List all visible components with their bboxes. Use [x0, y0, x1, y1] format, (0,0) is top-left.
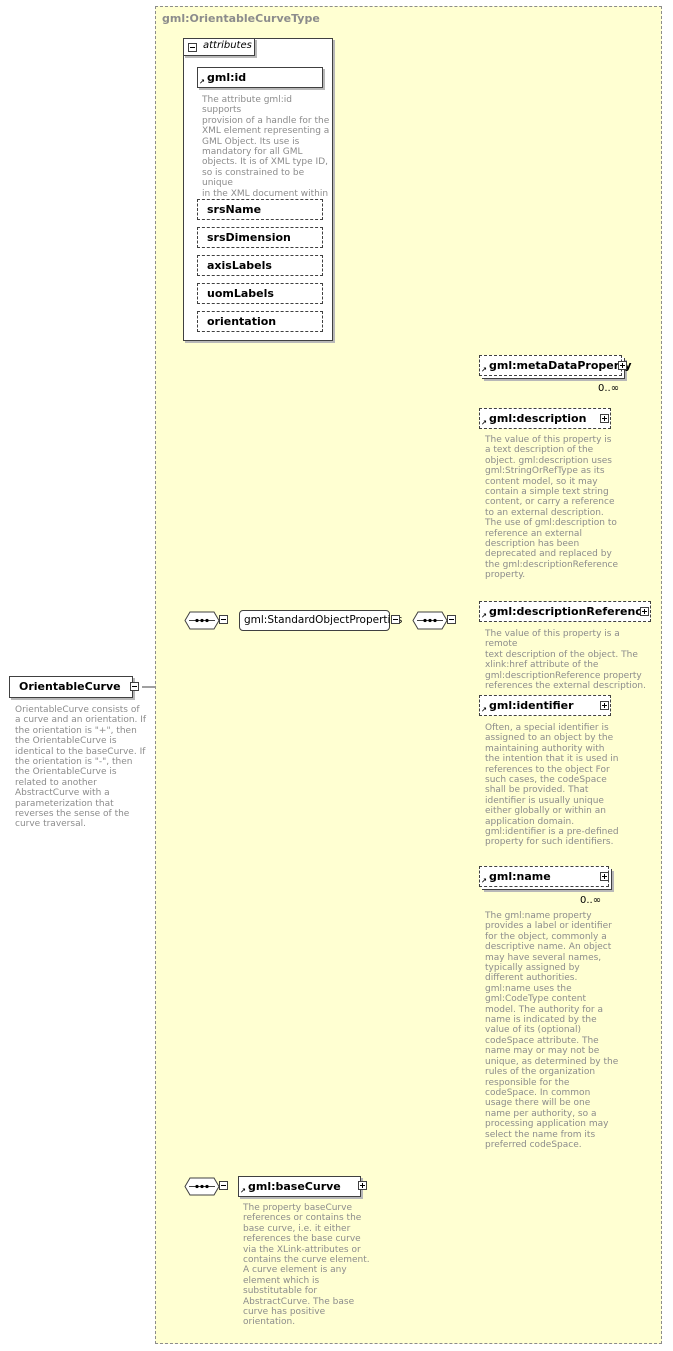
reference-arrow-icon: ↗: [481, 706, 487, 714]
attribute-gml-id[interactable]: ↗ gml:id: [197, 67, 323, 88]
attribute-name: axisLabels: [207, 259, 272, 272]
group-name: gml:StandardObjectProperties: [244, 614, 403, 626]
cardinality: 0..∞: [580, 895, 602, 906]
attribute-axislabels[interactable]: axisLabels: [197, 255, 323, 276]
element-name: gml:baseCurve: [248, 1180, 341, 1193]
attribute-orientation[interactable]: orientation: [197, 311, 323, 332]
expand-icon[interactable]: [600, 701, 609, 710]
attribute-name: gml:id: [207, 71, 247, 84]
element-identifier[interactable]: ↗ gml:identifier: [479, 695, 611, 716]
element-basecurve-annotation: The property baseCurve references or con…: [243, 1203, 370, 1328]
root-element[interactable]: OrientableCurve: [9, 676, 133, 698]
element-name: gml:name: [489, 870, 551, 883]
sequence-icon[interactable]: [184, 611, 220, 630]
root-element-name: OrientableCurve: [19, 680, 121, 693]
attribute-srsdimension[interactable]: srsDimension: [197, 227, 323, 248]
root-collapse-icon[interactable]: [130, 682, 139, 691]
attribute-name: srsName: [207, 203, 262, 216]
element-description-annotation: The value of this property is a text des…: [485, 435, 619, 581]
type-title: gml:OrientableCurveType: [162, 12, 320, 25]
expand-icon[interactable]: [618, 361, 627, 370]
attribute-name: srsDimension: [207, 231, 291, 244]
attribute-gml-id-annotation: The attribute gml:id supports provision …: [202, 95, 330, 209]
cardinality: 0..∞: [598, 383, 620, 394]
element-metadataproperty[interactable]: ↗ gml:metaDataProperty: [479, 355, 632, 376]
reference-arrow-icon: ↗: [481, 877, 487, 885]
group-collapse-icon[interactable]: [391, 615, 400, 624]
expand-icon[interactable]: [640, 607, 649, 616]
element-descriptionreference[interactable]: ↗ gml:descriptionReference: [479, 601, 651, 622]
element-descriptionreference-annotation: The value of this property is a remote t…: [485, 629, 646, 692]
element-basecurve[interactable]: ↗ gml:baseCurve: [238, 1176, 361, 1197]
sequence-collapse-icon[interactable]: [219, 1181, 228, 1190]
root-annotation: OrientableCurve consists of a curve and …: [15, 705, 147, 830]
reference-arrow-icon: ↗: [481, 419, 487, 427]
element-name: gml:metaDataProperty: [489, 359, 632, 372]
element-identifier-annotation: Often, a special identifier is assigned …: [485, 723, 619, 848]
reference-arrow-icon: ↗: [481, 366, 487, 374]
reference-arrow-icon: ↗: [481, 612, 487, 620]
sequence-icon[interactable]: [412, 611, 448, 630]
attribute-srsname[interactable]: srsName: [197, 199, 323, 220]
sequence-icon[interactable]: [184, 1177, 220, 1196]
element-description[interactable]: ↗ gml:description: [479, 408, 611, 429]
element-name: gml:identifier: [489, 699, 574, 712]
attributes-label: attributes: [203, 40, 252, 51]
attributes-tab[interactable]: [183, 38, 255, 56]
attribute-name: uomLabels: [207, 287, 274, 300]
attribute-name: orientation: [207, 315, 277, 328]
element-name: gml:descriptionReference: [489, 605, 650, 618]
sequence-collapse-icon[interactable]: [447, 615, 456, 624]
sequence-collapse-icon[interactable]: [219, 615, 228, 624]
expand-icon[interactable]: [600, 414, 609, 423]
collapse-icon[interactable]: [188, 43, 197, 52]
group-standard-object-properties[interactable]: gml:StandardObjectProperties: [239, 610, 402, 631]
attribute-uomlabels[interactable]: uomLabels: [197, 283, 323, 304]
expand-icon[interactable]: [600, 872, 609, 881]
element-name-gml[interactable]: ↗ gml:name: [479, 866, 609, 887]
element-name-annotation: The gml:name property provides a label o…: [485, 911, 619, 1150]
element-name: gml:description: [489, 412, 587, 425]
expand-icon[interactable]: [358, 1181, 367, 1190]
reference-arrow-icon: ↗: [240, 1187, 246, 1195]
reference-arrow-icon: ↗: [199, 78, 205, 86]
